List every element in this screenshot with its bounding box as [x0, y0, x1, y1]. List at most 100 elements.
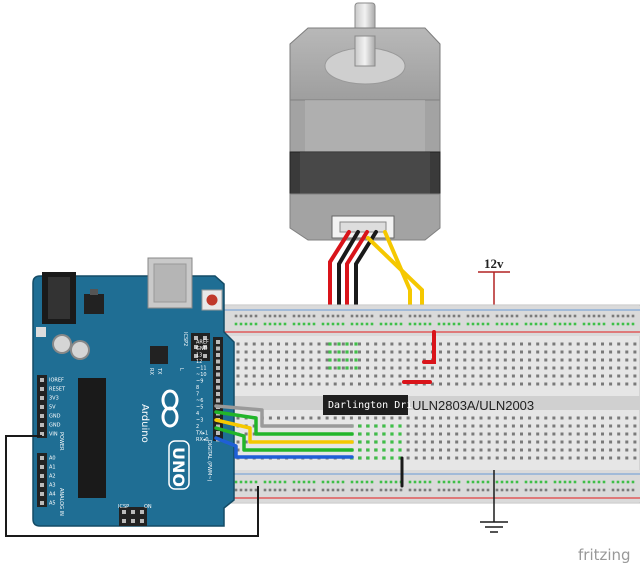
rail-hole — [631, 314, 635, 318]
breadboard-hole — [568, 448, 572, 452]
breadboard-hole — [625, 456, 629, 460]
breadboard-hole — [503, 448, 507, 452]
header-pin — [216, 372, 220, 377]
breadboard-hole — [447, 456, 451, 460]
rail-hole — [249, 488, 253, 492]
breadboard-hole — [544, 358, 548, 362]
rail-hole — [336, 480, 340, 484]
breadboard-hole — [609, 350, 613, 354]
rail-hole — [384, 322, 388, 326]
breadboard-hole — [601, 456, 604, 460]
active-hole — [390, 432, 394, 436]
breadboard-hole — [528, 416, 532, 420]
rail-hole — [254, 322, 258, 326]
breadboard-hole — [398, 382, 402, 386]
active-hole — [366, 440, 370, 444]
breadboard-hole — [544, 342, 548, 346]
pin-label: ~5 — [196, 405, 203, 411]
breadboard-hole — [487, 448, 491, 452]
rail-hole — [244, 314, 248, 318]
rail-hole — [263, 322, 267, 326]
breadboard-hole — [592, 456, 596, 460]
rail-hole — [249, 480, 253, 484]
breadboard-hole — [471, 342, 475, 346]
active-hole — [382, 456, 386, 460]
breadboard-hole — [609, 456, 613, 460]
rail-hole — [563, 314, 567, 318]
rail-hole — [568, 314, 572, 318]
rail-hole — [297, 322, 301, 326]
breadboard-hole — [414, 350, 418, 354]
active-hole — [374, 440, 378, 444]
breadboard-hole — [617, 350, 621, 354]
breadboard-hole — [293, 342, 297, 346]
active-hole — [366, 432, 370, 436]
rail-hole — [389, 480, 393, 484]
pin-label: ~6 — [196, 398, 203, 404]
pin-label: 13 — [196, 353, 202, 359]
rail-hole — [500, 314, 504, 318]
breadboard-hole — [576, 456, 580, 460]
rail-hole — [602, 314, 606, 318]
breadboard-hole — [455, 440, 459, 444]
rail-hole — [254, 480, 258, 484]
breadboard-hole — [285, 358, 289, 362]
rail-hole — [278, 488, 282, 492]
breadboard-hole — [520, 382, 523, 386]
rail-hole — [302, 314, 306, 318]
breadboard-hole — [617, 432, 621, 436]
rail-hole — [505, 480, 509, 484]
breadboard-hole — [592, 366, 596, 370]
breadboard-hole — [511, 432, 515, 436]
rail-hole — [321, 480, 325, 484]
rail-hole — [341, 314, 345, 318]
breadboard-hole — [471, 374, 475, 378]
breadboard-hole — [568, 456, 572, 460]
breadboard-hole — [576, 366, 580, 370]
rail-hole — [544, 322, 548, 326]
breadboard-hole — [479, 358, 483, 362]
active-hole — [345, 342, 349, 346]
rail-hole — [355, 314, 359, 318]
breadboard-hole — [592, 432, 596, 436]
header-pin — [216, 398, 220, 403]
breadboard-hole — [479, 342, 483, 346]
rail-hole — [621, 480, 625, 484]
active-hole — [358, 424, 362, 428]
breadboard-hole — [398, 342, 402, 346]
breadboard-hole — [447, 424, 451, 428]
breadboard-hole — [268, 350, 272, 354]
breadboard-hole — [552, 448, 556, 452]
rail-hole — [413, 488, 417, 492]
breadboard-hole — [358, 416, 361, 420]
breadboard-hole — [325, 382, 329, 386]
breadboard-hole — [285, 342, 289, 346]
breadboard-hole — [430, 366, 434, 370]
pin-label: A5 — [49, 501, 56, 507]
rail-hole — [505, 488, 509, 492]
breadboard-hole — [511, 366, 515, 370]
active-hole — [366, 448, 370, 452]
rail-hole — [592, 488, 596, 492]
breadboard-hole — [349, 416, 353, 420]
rail-hole — [582, 488, 586, 492]
breadboard-hole — [374, 350, 378, 354]
rail-hole — [428, 322, 432, 326]
breadboard-hole — [520, 448, 523, 452]
header-pin — [140, 510, 144, 514]
breadboard-hole — [544, 440, 548, 444]
breadboard-hole — [592, 448, 596, 452]
breadboard-hole — [609, 432, 613, 436]
breadboard-hole — [471, 350, 475, 354]
active-hole — [398, 440, 402, 444]
breadboard-hole — [374, 358, 378, 362]
breadboard-hole — [528, 358, 532, 362]
breadboard-hole — [552, 366, 556, 370]
pin-label: RX◂0 — [196, 437, 209, 443]
pin-label: GND — [49, 423, 61, 429]
breadboard-hole — [430, 374, 434, 378]
rail-hole — [239, 322, 243, 326]
rail-hole — [558, 480, 562, 484]
header-pin — [40, 405, 44, 409]
